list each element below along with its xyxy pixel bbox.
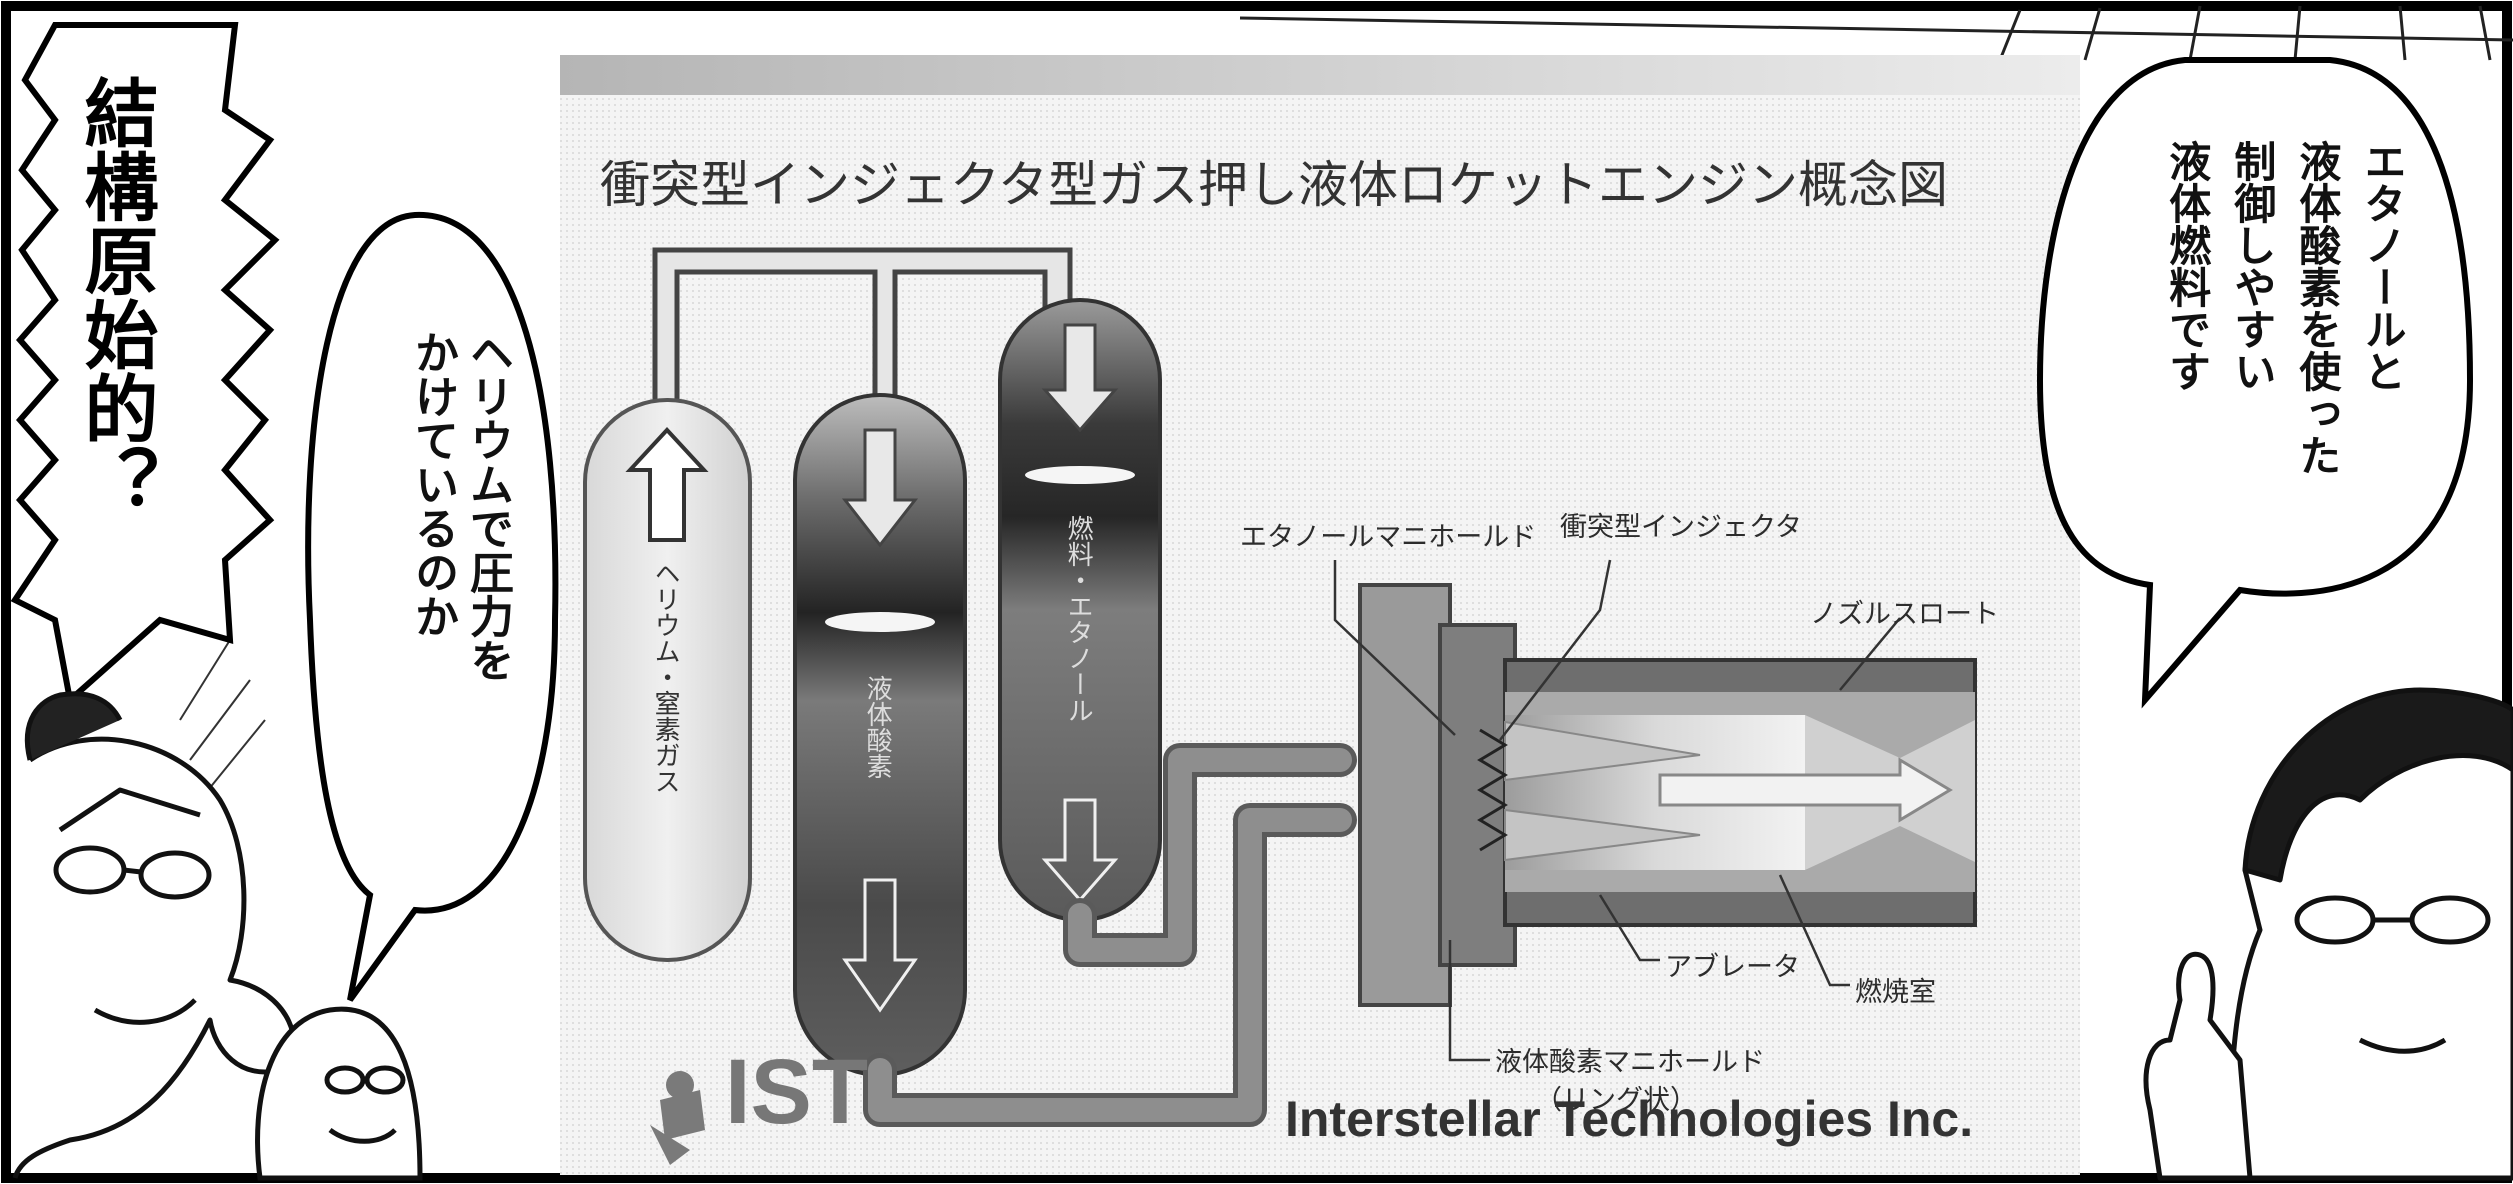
helium-pipes — [652, 247, 1073, 413]
company-name: Interstellar Technologies Inc. — [1285, 1091, 1974, 1147]
liquid-surface — [1025, 466, 1135, 484]
shout-text: 結構原始的？ — [72, 75, 158, 519]
right-bubble-line-3: 制御しやすい — [2227, 140, 2277, 392]
label-ethanol-manifold: エタノールマニホールド — [1240, 522, 1537, 553]
tank-lox-label: 液体酸素 — [862, 675, 893, 779]
down-arrow-icon — [1041, 323, 1119, 433]
label-lox-manifold: 液体酸素マニホールド — [1495, 1047, 1765, 1078]
diagram-title: 衝突型インジェクタ型ガス押し液体ロケットエンジン概念図 — [600, 156, 1948, 214]
engine — [1358, 583, 1977, 1007]
leader-lines — [1333, 559, 1901, 1062]
ist-logo-text: IST — [725, 1041, 869, 1143]
left-bubble-text: ヘリウムで圧力を かけているのか — [365, 330, 515, 890]
label-injector: 衝突型インジェクタ — [1560, 512, 1802, 543]
tank-helium-label: ヘリウム・窒素ガス — [650, 560, 681, 794]
outline-down-arrow-icon — [842, 878, 918, 1013]
ist-logo-icon — [650, 1071, 705, 1165]
label-ablator: アブレータ — [1665, 952, 1800, 983]
right-bubble-text: エタノールと 液体酸素を使った 制御しやすい 液体燃料です — [2085, 140, 2415, 560]
character-bald-man — [255, 1006, 423, 1181]
exhaust-arrow-icon — [1658, 757, 1953, 823]
label-nozzle-throat: ノズルスロート — [1810, 599, 1999, 630]
down-arrow-icon — [841, 428, 919, 548]
outline-down-arrow-icon — [1041, 798, 1119, 903]
left-bubble-line-1: ヘリウムで圧力を — [462, 330, 513, 682]
right-bubble-line-1: エタノールと — [2358, 140, 2407, 392]
tank-helium — [583, 398, 752, 962]
right-speech-bubble — [2036, 57, 2474, 709]
propellant-pipes — [863, 743, 1357, 1127]
character-right-man — [2143, 687, 2513, 1181]
liquid-surface — [825, 612, 935, 632]
label-lox-manifold-note: （リング状） — [1535, 1085, 1697, 1116]
right-bubble-line-2: 液体酸素を使った — [2292, 140, 2342, 476]
tank-fuel-label: 燃料・エタノール — [1063, 515, 1094, 723]
left-bubble-line-2: かけているのか — [407, 330, 458, 638]
label-combustion-chamber: 燃焼室 — [1855, 977, 1936, 1008]
background-sketch — [1239, 5, 2513, 61]
up-arrow-icon — [625, 427, 709, 542]
right-bubble-line-4: 液体燃料です — [2162, 140, 2212, 392]
left-speech-bubble — [305, 211, 559, 1002]
